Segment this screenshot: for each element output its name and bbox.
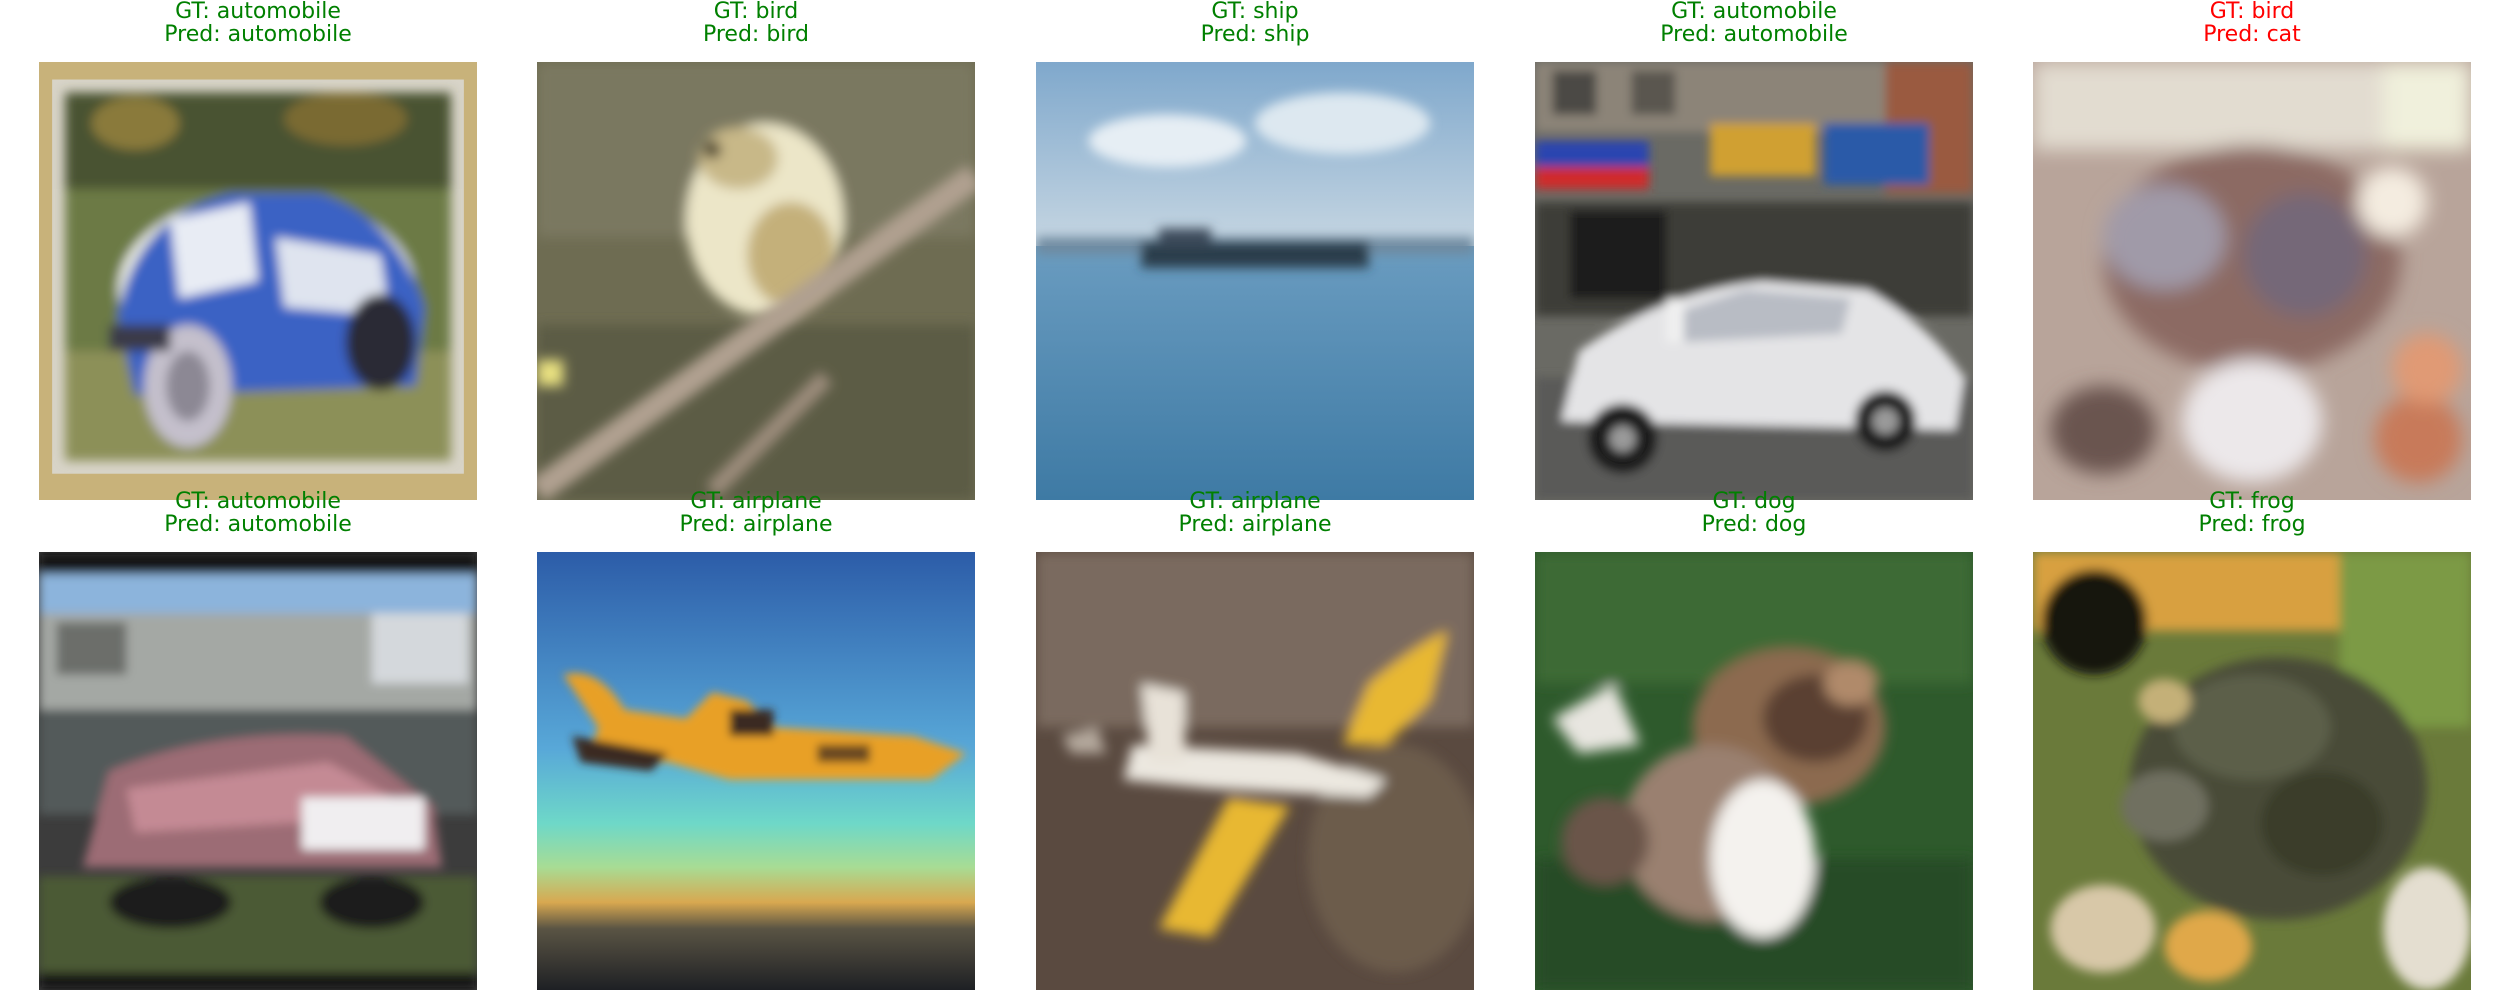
sample-image-blurry-animal (2033, 62, 2471, 500)
ground-truth-label: GT: bird (2209, 0, 2295, 24)
prediction-label: Pred: airplane (1178, 512, 1332, 537)
ground-truth-label: GT: airplane (690, 489, 822, 514)
ground-truth-label: GT: dog (1712, 489, 1796, 514)
sample-image-blue-vintage-car (39, 62, 477, 500)
prediction-label: Pred: dog (1701, 512, 1807, 537)
sample-image-yellow-plane-sunset (537, 552, 975, 990)
prediction-label: Pred: automobile (164, 22, 352, 47)
sample-image-bird-on-branch (537, 62, 975, 500)
sample-caption: GT: automobile Pred: automobile (39, 490, 477, 536)
prediction-label: Pred: frog (2198, 512, 2306, 537)
prediction-label: Pred: airplane (679, 512, 833, 537)
prediction-label: Pred: cat (2203, 22, 2301, 47)
ground-truth-label: GT: automobile (175, 489, 341, 514)
sample-caption: GT: bird Pred: cat (2033, 0, 2471, 46)
ground-truth-label: GT: ship (1211, 0, 1299, 24)
prediction-label: Pred: bird (702, 22, 810, 47)
ground-truth-label: GT: bird (713, 0, 799, 24)
sample-caption: GT: airplane Pred: airplane (1036, 490, 1474, 536)
prediction-label: Pred: automobile (1660, 22, 1848, 47)
sample-caption: GT: ship Pred: ship (1036, 0, 1474, 46)
prediction-label: Pred: automobile (164, 512, 352, 537)
ground-truth-label: GT: automobile (175, 0, 341, 24)
sample-image-red-car-parking (39, 552, 477, 990)
sample-image-ship-on-sea (1036, 62, 1474, 500)
sample-image-white-sedan-street (1535, 62, 1973, 500)
ground-truth-label: GT: airplane (1189, 489, 1321, 514)
ground-truth-label: GT: automobile (1671, 0, 1837, 24)
sample-caption: GT: frog Pred: frog (2033, 490, 2471, 536)
sample-caption: GT: bird Pred: bird (537, 0, 975, 46)
sample-caption: GT: dog Pred: dog (1535, 490, 1973, 536)
sample-caption: GT: automobile Pred: automobile (1535, 0, 1973, 46)
sample-image-frog-closeup (2033, 552, 2471, 990)
sample-caption: GT: automobile Pred: automobile (39, 0, 477, 46)
sample-caption: GT: airplane Pred: airplane (537, 490, 975, 536)
sample-image-white-yellow-plane (1036, 552, 1474, 990)
sample-image-dog-on-grass (1535, 552, 1973, 990)
prediction-label: Pred: ship (1200, 22, 1310, 47)
ground-truth-label: GT: frog (2209, 489, 2295, 514)
